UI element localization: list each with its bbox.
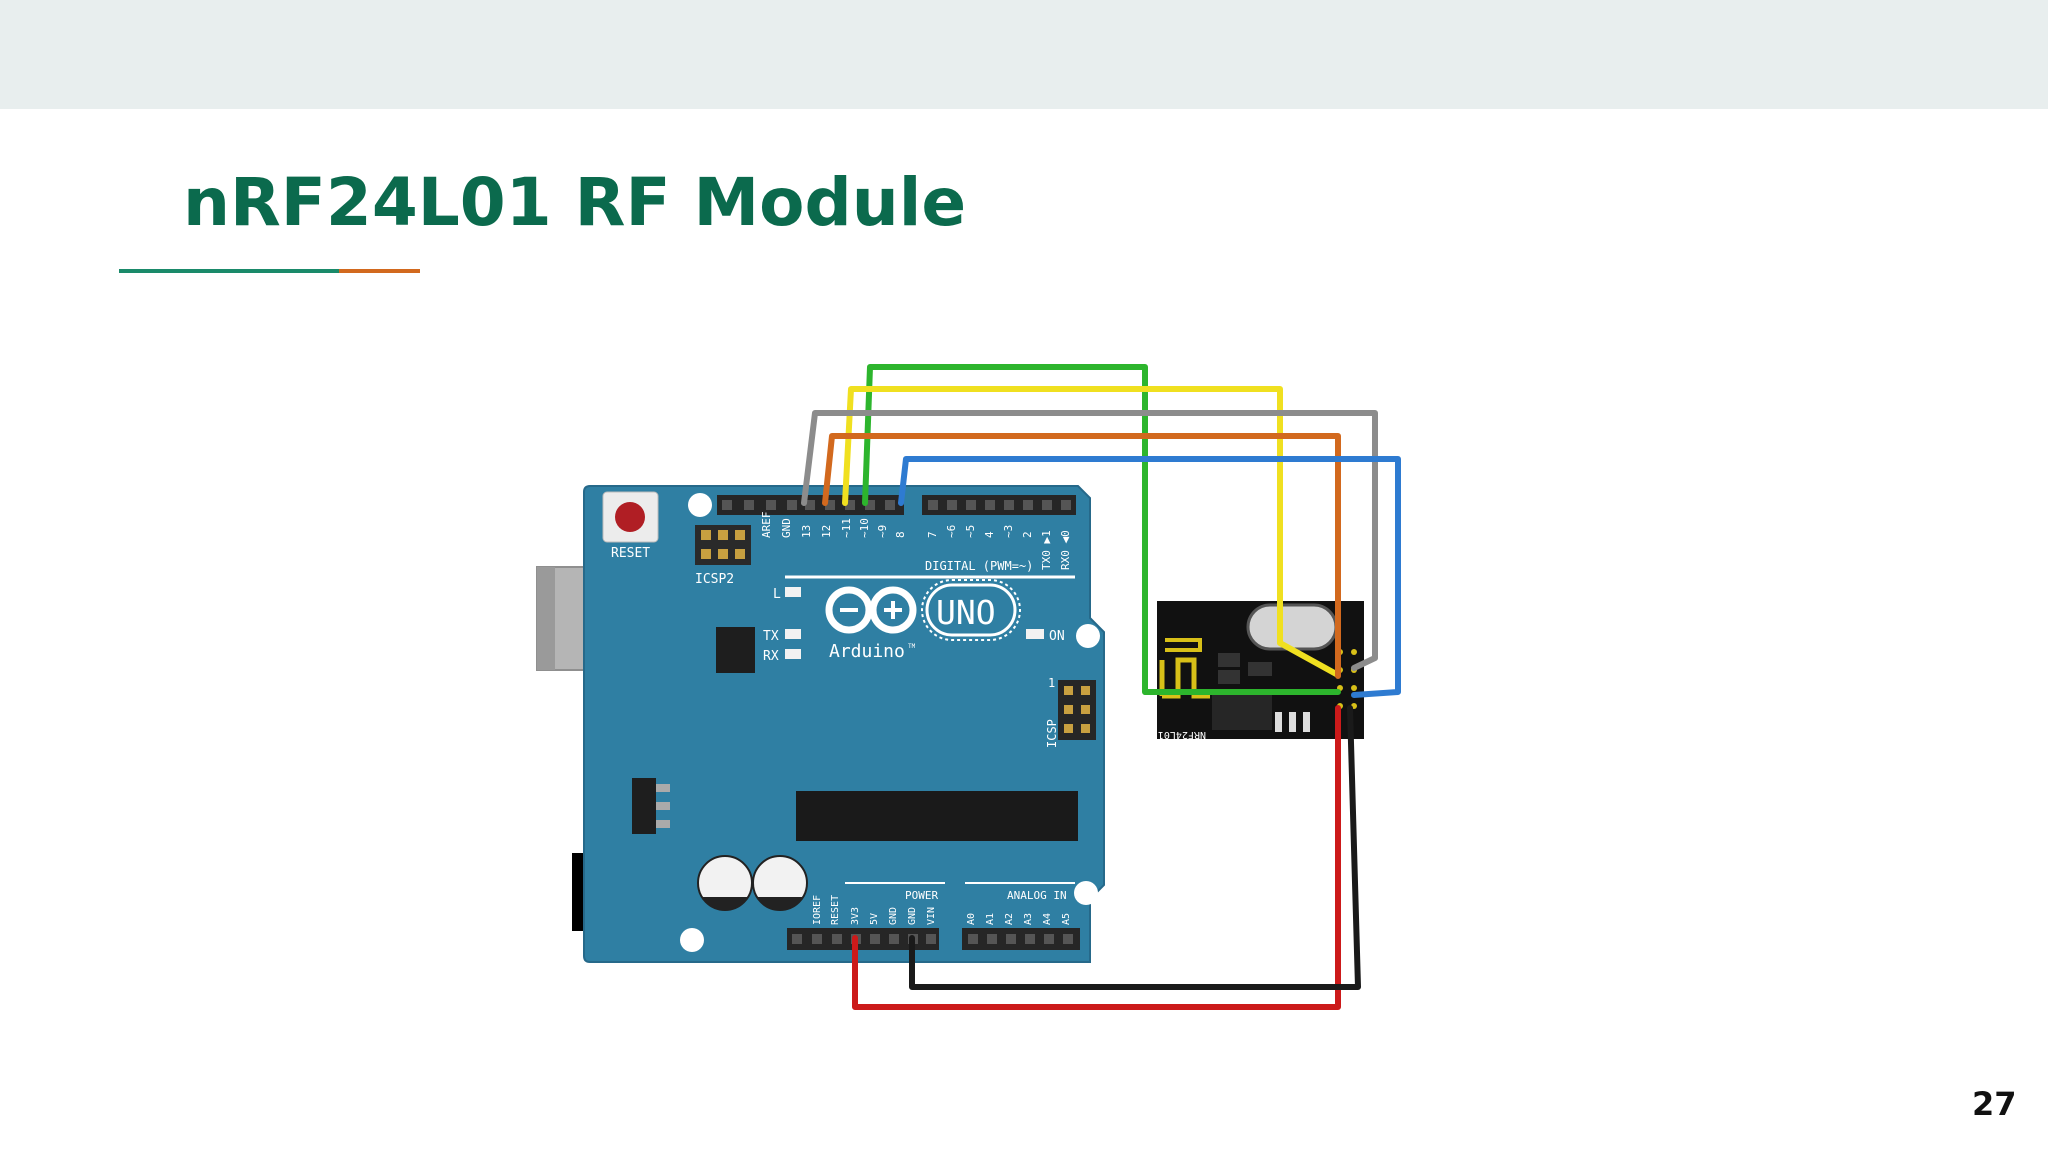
pin-label: ~11 bbox=[840, 518, 853, 538]
pin-label: A0 bbox=[966, 913, 977, 925]
mount-hole bbox=[680, 928, 704, 952]
reset-label: RESET bbox=[611, 546, 650, 561]
pin-label: 2 bbox=[1021, 531, 1034, 538]
mount-hole bbox=[1076, 624, 1100, 648]
icsp-header bbox=[1058, 680, 1096, 740]
arduino-board bbox=[583, 485, 1105, 963]
pin-label: RESET bbox=[830, 895, 841, 925]
pin-label: 8 bbox=[894, 531, 907, 538]
digital-header-right bbox=[922, 495, 1076, 515]
pin-label: GND bbox=[888, 907, 899, 925]
trademark: TM bbox=[908, 643, 916, 650]
led-tx-label: TX bbox=[763, 629, 779, 644]
wire-gray bbox=[801, 410, 1378, 671]
pin-label: 12 bbox=[820, 525, 833, 538]
led-l-label: L bbox=[773, 587, 781, 602]
pin-label: ~10 bbox=[858, 518, 871, 538]
capacitor bbox=[752, 855, 808, 911]
crystal bbox=[1246, 603, 1338, 651]
pin-label: IOREF bbox=[812, 895, 823, 925]
icsp-label: ICSP bbox=[1045, 719, 1059, 748]
usb-connector-edge bbox=[537, 567, 555, 670]
wire-orange bbox=[822, 433, 1341, 679]
title-underline-green bbox=[119, 269, 339, 273]
pin-label: ~5 bbox=[964, 525, 977, 538]
pin-label: ~3 bbox=[1002, 525, 1015, 538]
pin-label: GND bbox=[907, 907, 918, 925]
pin-label: TX0 ▶1 bbox=[1040, 530, 1053, 570]
wire-blue bbox=[898, 456, 1401, 698]
power-header bbox=[787, 928, 939, 950]
microcontroller-chip bbox=[796, 791, 1078, 841]
page-number: 27 bbox=[1972, 1085, 2017, 1123]
pin-label: AREF bbox=[760, 512, 773, 539]
led-on bbox=[1026, 629, 1044, 639]
pin-label: 5V bbox=[869, 913, 880, 925]
led-tx bbox=[785, 629, 801, 639]
rf-chip bbox=[1212, 690, 1272, 730]
module-label: NRF24L01 bbox=[1158, 729, 1206, 740]
pin-label: 4 bbox=[983, 531, 996, 538]
wire-red bbox=[852, 705, 1341, 1010]
header-band bbox=[0, 0, 2048, 109]
pin-label: A4 bbox=[1042, 913, 1053, 925]
mount-hole bbox=[688, 493, 712, 517]
pin-label: 13 bbox=[800, 525, 813, 538]
digital-label: DIGITAL (PWM=~) bbox=[925, 559, 1033, 573]
pin-label: VIN bbox=[926, 907, 937, 925]
mount-hole bbox=[1074, 881, 1098, 905]
capacitor bbox=[697, 855, 753, 911]
pin-label: ~6 bbox=[945, 525, 958, 538]
voltage-regulator bbox=[632, 778, 656, 834]
pin-label: A1 bbox=[985, 913, 996, 925]
led-rx-label: RX bbox=[763, 649, 779, 664]
pin-label: A3 bbox=[1023, 913, 1034, 925]
title-underline-orange bbox=[339, 269, 420, 273]
analog-header bbox=[962, 928, 1080, 950]
pin-label: 3V3 bbox=[850, 907, 861, 925]
pin-label: RX0 ◀0 bbox=[1059, 530, 1072, 570]
arduino-logo bbox=[825, 586, 917, 634]
pin-label: GND bbox=[780, 518, 793, 538]
pin-label: A2 bbox=[1004, 913, 1015, 925]
pin-label: 7 bbox=[926, 531, 939, 538]
pin-label: ~9 bbox=[876, 525, 889, 538]
wire-yellow bbox=[842, 386, 1341, 678]
led-l bbox=[785, 587, 801, 597]
icsp-pin1-label: 1 bbox=[1048, 676, 1055, 690]
icsp2-label: ICSP2 bbox=[695, 572, 734, 587]
brand-label: Arduino bbox=[829, 641, 905, 662]
reset-button bbox=[615, 502, 645, 532]
wire-black bbox=[909, 705, 1361, 990]
led-rx bbox=[785, 649, 801, 659]
analog-label: ANALOG IN bbox=[1007, 889, 1067, 902]
slide-title: nRF24L01 RF Module bbox=[183, 164, 967, 241]
usb-chip bbox=[716, 627, 755, 673]
power-label: POWER bbox=[905, 889, 938, 902]
model-label: UNO bbox=[936, 593, 996, 632]
pin-label: A5 bbox=[1061, 913, 1072, 925]
uno-badge bbox=[925, 583, 1017, 637]
led-on-label: ON bbox=[1049, 629, 1065, 644]
